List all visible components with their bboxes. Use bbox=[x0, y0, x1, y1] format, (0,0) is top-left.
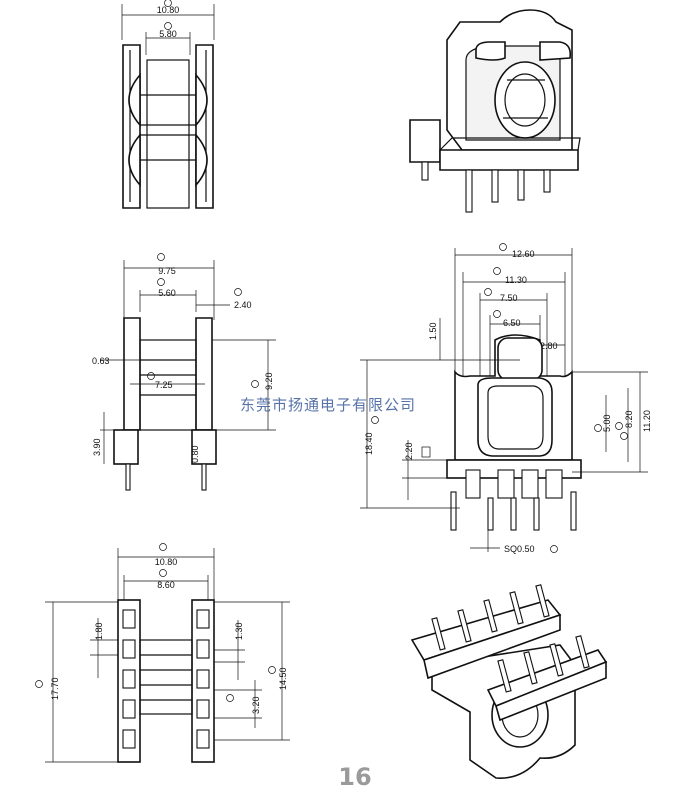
dim-height: 9.20 bbox=[264, 372, 274, 390]
dim-inner-width: 5.80 bbox=[159, 29, 177, 39]
dim-w4: 6.50 bbox=[503, 318, 521, 328]
view-mid-right: 12.60 11.30 7.50 6.50 2.80 1.50 18.40 bbox=[360, 243, 652, 554]
view-isometric-top bbox=[409, 9, 581, 213]
dim-base: 2.20 bbox=[404, 442, 414, 460]
dim-hole: 2.80 bbox=[540, 341, 558, 351]
dim-total-height: 18.40 bbox=[364, 432, 374, 455]
dim-core: 7.25 bbox=[155, 380, 173, 390]
dim-overall-width: 10.80 bbox=[157, 5, 180, 15]
dim-h2: 8.20 bbox=[624, 410, 634, 428]
dim-side: 14.50 bbox=[278, 667, 288, 690]
dim-gap: 0.63 bbox=[92, 356, 110, 366]
bottom-left-pads bbox=[122, 609, 210, 749]
view-bottom-left: 10.80 8.60 17.70 14.50 bbox=[35, 543, 290, 763]
dim-overall-width: 10.80 bbox=[155, 557, 178, 567]
view-isometric-bottom bbox=[410, 584, 608, 779]
dim-overall-width: 9.75 bbox=[158, 266, 176, 276]
dim-sq: SQ0.50 bbox=[504, 544, 535, 554]
dim-w2: 11.30 bbox=[505, 275, 527, 285]
company-watermark: 东莞市扬通电子有限公司 bbox=[240, 396, 416, 414]
dim-pitch-c: 3.20 bbox=[251, 696, 261, 714]
page-number: 16 bbox=[338, 763, 371, 791]
dim-h3: 5.00 bbox=[602, 414, 612, 432]
dim-base: 3.90 bbox=[92, 438, 102, 456]
dim-w1: 12.60 bbox=[512, 249, 535, 259]
dim-inner-width: 5.60 bbox=[158, 288, 176, 298]
iso-bottom-pins bbox=[431, 584, 590, 693]
dim-top: 1.50 bbox=[428, 322, 438, 340]
view-mid-left: 9.75 5.60 2.40 0.63 7.25 9.20 3.90 0.80 bbox=[92, 253, 276, 491]
dim-h1: 11.20 bbox=[642, 410, 652, 432]
dim-pitch-a: 1.80 bbox=[94, 622, 104, 640]
dim-flange: 2.40 bbox=[234, 300, 252, 310]
dim-length: 17.70 bbox=[50, 677, 60, 700]
dim-pitch-b: 1.30 bbox=[234, 622, 244, 640]
dim-inner-width: 8.60 bbox=[157, 580, 175, 590]
iso-top-pins bbox=[421, 161, 551, 213]
dim-w3: 7.50 bbox=[500, 293, 518, 303]
dim-pin: 0.80 bbox=[190, 445, 200, 463]
mid-right-pins bbox=[450, 469, 577, 531]
view-top-left: 10.80 5.80 bbox=[121, 0, 215, 209]
